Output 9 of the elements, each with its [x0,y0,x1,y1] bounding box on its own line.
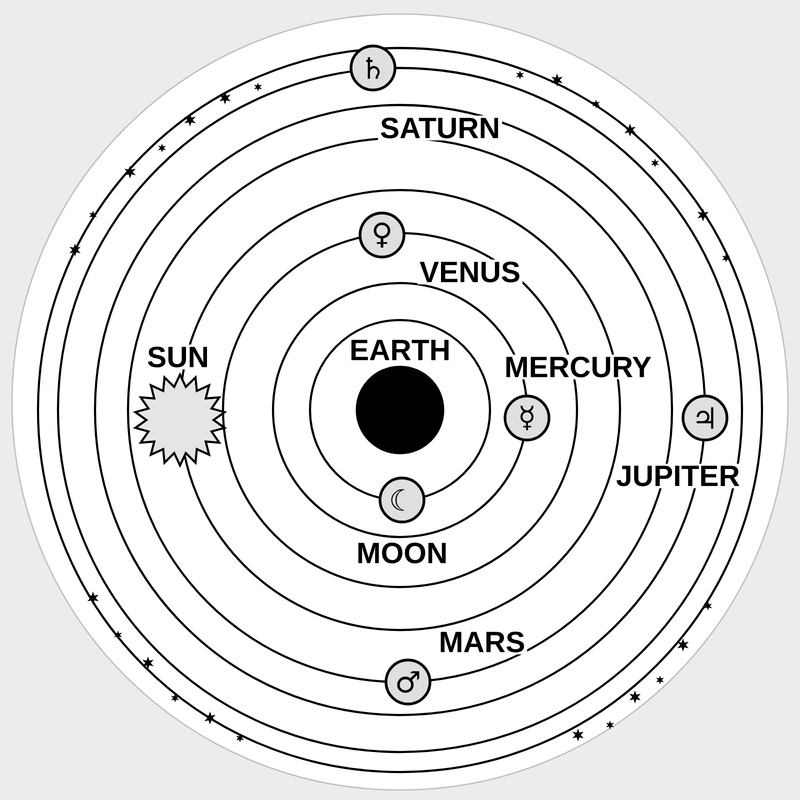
planet-label: JUPITER [614,464,742,488]
planet-label: VENUS [417,260,523,284]
planet-label: MARS [436,630,528,654]
planet-label: SUN [145,344,211,370]
planet-label: MERCURY [502,354,654,380]
planet-label: EARTH [347,338,453,362]
planet-label: MOON [354,540,450,566]
earth-disc [356,366,444,454]
planet-label: SATURN [378,116,502,140]
